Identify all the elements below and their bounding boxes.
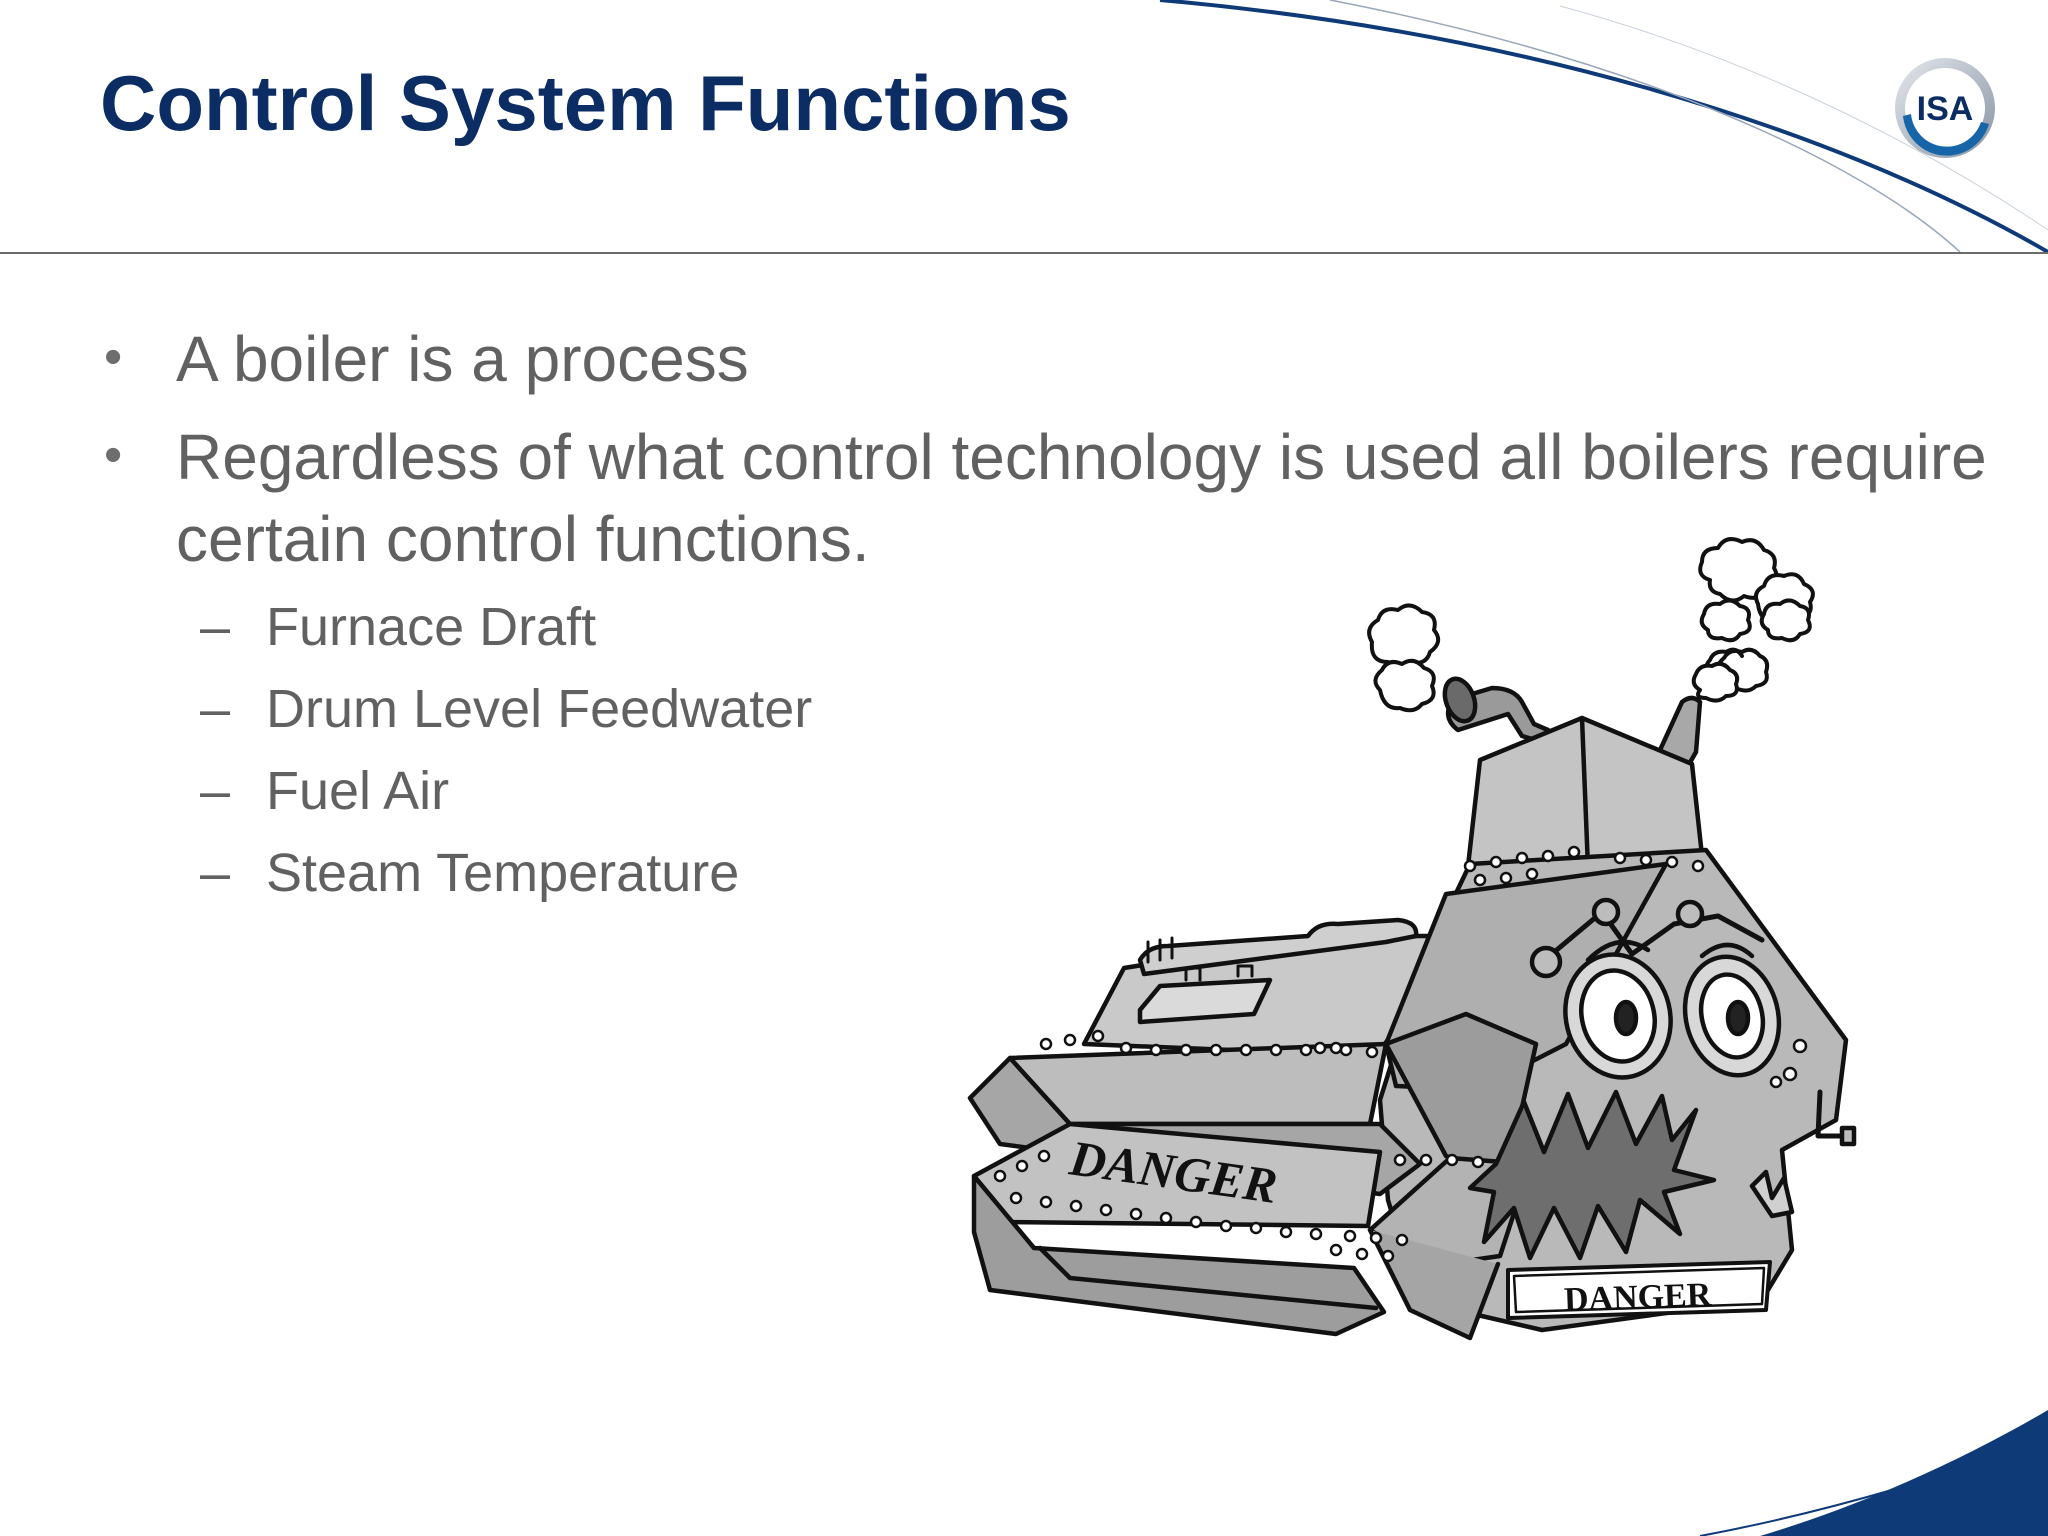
sub-bullet-text: Furnace Draft [266, 597, 597, 657]
sub-bullet-item: – Fuel Air [100, 750, 1996, 832]
sub-bullet-item: – Furnace Draft [100, 586, 1996, 668]
bullet-item: • A boiler is a process [100, 318, 1996, 400]
bullet-list: • A boiler is a process • Regardless of … [100, 318, 2000, 930]
dash-icon: – [200, 761, 231, 821]
isa-logo-text: ISA [1917, 90, 1974, 128]
sub-bullet-text: Fuel Air [266, 761, 450, 821]
decorative-swoosh-top [1159, 0, 2048, 254]
bullet-icon: • [104, 426, 123, 484]
sub-bullet-item: – Steam Temperature [100, 832, 1996, 914]
dash-icon: – [200, 843, 231, 903]
rivet-icon [993, 845, 1808, 1263]
danger-label-front: DANGER [1563, 1276, 1712, 1318]
sub-bullet-text: Steam Temperature [266, 843, 740, 903]
title-divider [0, 252, 2048, 254]
sub-bullet-list: – Furnace Draft – Drum Level Feedwater –… [176, 586, 1996, 914]
bullet-icon: • [104, 328, 123, 386]
dash-icon: – [200, 679, 231, 739]
sub-bullet-item: – Drum Level Feedwater [100, 668, 1996, 750]
bullet-text: Regardless of what control technology is… [176, 421, 1987, 575]
sub-bullet-text: Drum Level Feedwater [266, 679, 813, 739]
smoke-puff-icon [1367, 537, 1815, 713]
eye-icon [1563, 939, 1782, 1080]
isa-logo: ISA [1895, 58, 1995, 158]
bullet-item: • Regardless of what control technology … [100, 416, 1996, 914]
dash-icon: – [200, 597, 231, 657]
slide-title: Control System Functions [100, 59, 1071, 147]
bullet-text: A boiler is a process [176, 323, 749, 395]
